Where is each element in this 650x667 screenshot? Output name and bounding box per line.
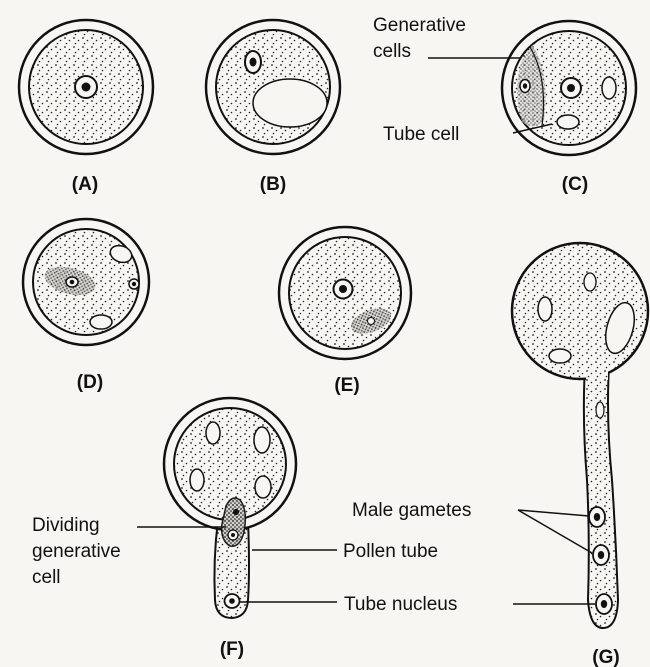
label-generative-line2: cells — [373, 41, 411, 62]
panel-label-d: (D) — [77, 372, 103, 393]
label-dividing-line1: Dividing — [32, 515, 100, 536]
panel-label-f: (F) — [220, 639, 244, 660]
grain-g — [512, 243, 648, 628]
tube-nucleus-c — [561, 78, 581, 98]
nucleus-b — [245, 51, 261, 73]
label-male-gametes: Male gametes — [352, 500, 471, 521]
grain-a — [19, 20, 153, 154]
tube-nucleus-g — [596, 594, 612, 614]
label-dividing-line2: generative — [32, 541, 121, 562]
panel-label-e: (E) — [334, 375, 359, 396]
leader-male-gametes-1 — [518, 510, 589, 516]
grain-e — [279, 227, 411, 359]
nucleus-a — [75, 76, 97, 98]
label-tube-nucleus: Tube nucleus — [344, 594, 457, 615]
grain-c — [502, 21, 636, 155]
panel-label-b: (B) — [260, 174, 286, 195]
vacuole-b — [253, 79, 327, 127]
label-dividing-line3: cell — [32, 567, 61, 588]
grain-d — [23, 219, 149, 345]
leader-male-gametes-2 — [518, 510, 592, 553]
male-gamete-2 — [593, 545, 609, 565]
grain-b — [206, 20, 340, 154]
panel-label-c: (C) — [562, 174, 588, 195]
label-pollen-tube: Pollen tube — [343, 541, 438, 562]
panel-label-g: (G) — [592, 647, 619, 667]
male-gamete-1 — [589, 507, 605, 527]
tube-nucleus-e — [334, 280, 353, 299]
label-tube-cell: Tube cell — [383, 124, 459, 145]
label-generative-line1: Generative — [373, 15, 466, 36]
grain-f — [164, 398, 296, 618]
tube-nucleus-f — [225, 594, 240, 608]
panel-label-a: (A) — [72, 174, 98, 195]
